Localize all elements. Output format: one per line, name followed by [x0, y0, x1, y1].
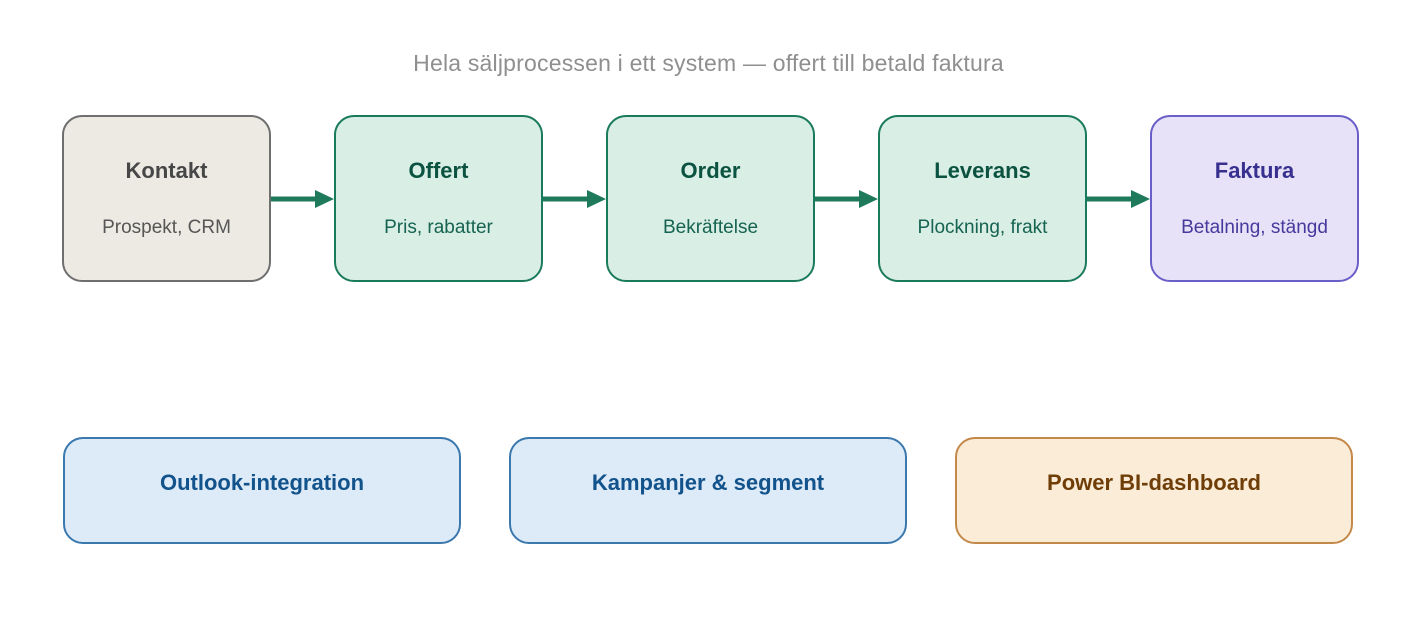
arrow-right-icon [271, 115, 334, 282]
integration-card-outlook: Outlook-integration [63, 437, 461, 544]
flow-node-title: Offert [408, 158, 469, 183]
arrow-right-icon [815, 115, 878, 282]
integration-label: Power BI-dashboard [1047, 469, 1261, 495]
flow-node-kontakt: Kontakt Prospekt, CRM [62, 115, 271, 282]
flow-node-order: Order Bekräftelse [606, 115, 815, 282]
integration-card-powerbi: Power BI-dashboard [955, 437, 1353, 544]
flow-node-title: Order [680, 158, 741, 183]
flow-node-faktura: Faktura Betalning, stängd [1150, 115, 1359, 282]
diagram-title: Hela säljprocessen i ett system — offert… [413, 50, 1004, 76]
integration-row: Outlook-integration Kampanjer & segment … [63, 437, 1353, 544]
arrow-right-icon [1087, 115, 1150, 282]
flow-node-subtitle: Betalning, stängd [1181, 217, 1328, 238]
flow-node-subtitle: Plockning, frakt [917, 217, 1048, 238]
integration-card-kampanjer: Kampanjer & segment [509, 437, 907, 544]
integration-label: Outlook-integration [159, 469, 365, 495]
flow-node-title: Faktura [1214, 158, 1295, 183]
flow-node-subtitle: Prospekt, CRM [102, 217, 231, 238]
flow-node-subtitle: Pris, rabatter [384, 217, 493, 238]
flow-node-offert: Offert Pris, rabatter [334, 115, 543, 282]
flow-node-title: Leverans [934, 158, 1031, 183]
flow-node-subtitle: Bekräftelse [662, 217, 759, 238]
flow-row: Kontakt Prospekt, CRM Offert Pris, rabat… [62, 115, 1359, 282]
arrow-right-icon [543, 115, 606, 282]
integration-label: Kampanjer & segment [591, 469, 825, 495]
flow-node-leverans: Leverans Plockning, frakt [878, 115, 1087, 282]
flow-node-title: Kontakt [125, 158, 208, 183]
